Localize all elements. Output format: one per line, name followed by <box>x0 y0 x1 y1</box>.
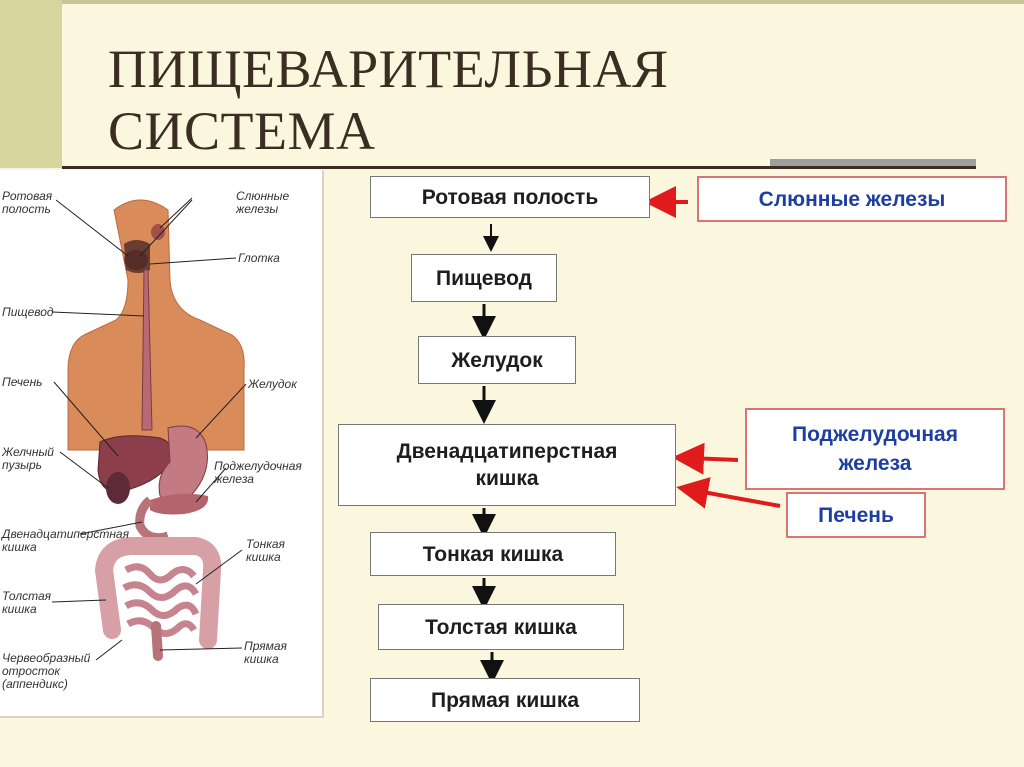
label-mouth: Ротовая полость <box>2 189 53 216</box>
page-title: ПИЩЕВАРИТЕЛЬНАЯ СИСТЕМА <box>108 38 669 162</box>
label-esophagus: Пищевод <box>2 305 54 319</box>
label-pancreas: Поджелудочная железа <box>214 459 302 486</box>
leader-lines <box>51 197 247 661</box>
label-pharynx: Глотка <box>238 251 280 265</box>
pancreas-shape <box>150 493 209 515</box>
flow-box-large-intestine: Толстая кишка <box>378 604 624 650</box>
label-large-intestine: Толстая кишка <box>2 589 52 616</box>
flow-box-esophagus: Пищевод <box>411 254 557 302</box>
large-intestine-shape <box>94 537 222 649</box>
title-line-1: ПИЩЕВАРИТЕЛЬНАЯ <box>108 39 669 99</box>
small-intestine-shape <box>122 563 200 637</box>
arrow-pancreas-to-duodenum <box>672 442 739 475</box>
anatomy-figure <box>51 197 247 661</box>
label-appendix: Червеобразный отросток (аппендикс) <box>2 651 91 691</box>
label-stomach: Желудок <box>248 377 297 391</box>
torso-silhouette <box>67 199 245 471</box>
side-box-pancreas: Поджелудочная железа <box>745 408 1005 490</box>
flow-box-rectum: Прямая кишка <box>370 678 640 722</box>
flow-box-duodenum: Двенадцатиперстная кишка <box>338 424 676 506</box>
flow-box-mouth: Ротовая полость <box>370 176 650 218</box>
flow-box-stomach: Желудок <box>418 336 576 384</box>
anatomy-illustration: Ротовая полость Слюнные железы Глотка Пи… <box>0 170 324 718</box>
rectum-shape <box>151 621 163 661</box>
side-box-liver: Печень <box>786 492 926 538</box>
label-liver: Печень <box>2 375 43 389</box>
title-line-2: СИСТЕМА <box>108 101 376 161</box>
label-gallbladder: Желчный пузырь <box>2 445 54 472</box>
side-box-salivary-glands: Слюнные железы <box>697 176 1007 222</box>
flow-box-small-intestine: Тонкая кишка <box>370 532 616 576</box>
title-rule <box>62 166 976 169</box>
esophagus-shape <box>141 269 153 431</box>
arrow-liver-to-duodenum <box>676 477 781 509</box>
title-gray-rule <box>770 159 976 168</box>
label-small-intestine: Тонкая кишка <box>246 537 285 564</box>
label-rectum: Прямая кишка <box>244 639 287 666</box>
top-border-line <box>0 0 1024 4</box>
gallbladder-shape <box>106 472 130 504</box>
label-duodenum: Двенадцатиперстная кишка <box>2 527 130 554</box>
label-salivary-glands: Слюнные железы <box>236 189 290 216</box>
title-accent-stripe <box>0 0 62 168</box>
